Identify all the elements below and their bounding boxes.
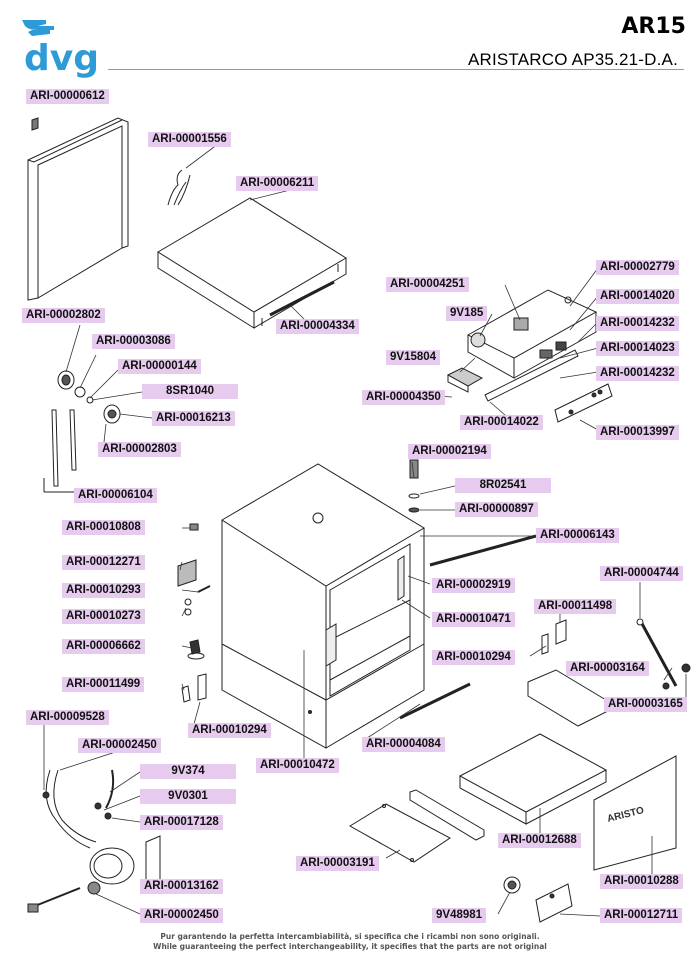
part-label: ARI-00003164: [566, 661, 649, 676]
part-label: ARI-00017128: [140, 815, 223, 830]
part-label: ARI-00016213: [152, 411, 235, 426]
part-label: ARI-00010471: [432, 612, 515, 627]
part-label: ARI-00012271: [62, 555, 145, 570]
part-label: ARI-00014023: [596, 341, 679, 356]
part-label: ARI-00010273: [62, 609, 145, 624]
part-label: ARI-00002450: [78, 738, 161, 753]
top-cover-part: [157, 197, 347, 329]
part-label: ARI-00010294: [432, 650, 515, 665]
page-title: AR15: [621, 14, 686, 39]
part-label: ARI-00002194: [408, 444, 491, 459]
part-label: ARI-00012688: [498, 833, 581, 848]
part-label: ARI-00010288: [600, 874, 683, 889]
footer-disclaimer-it: Pur garantendo la perfetta intercambiabi…: [160, 932, 540, 941]
part-label: ARI-00003191: [296, 856, 379, 871]
part-label: ARI-00002802: [22, 308, 105, 323]
part-label: 9V185: [446, 306, 488, 321]
part-label: ARI-00001556: [148, 132, 231, 147]
part-label: ARI-00010808: [62, 520, 145, 535]
part-label: ARI-00012711: [600, 908, 683, 923]
part-label: ARI-00003165: [604, 697, 687, 712]
part-label: ARI-00010294: [188, 723, 271, 738]
part-label: ARI-00006143: [536, 528, 619, 543]
cabinet-body-part: [221, 463, 425, 749]
part-label: ARI-00010472: [256, 758, 339, 773]
header-divider: [108, 69, 684, 70]
part-label: ARI-00013997: [596, 425, 679, 440]
inlet-fitting-part: [408, 459, 420, 513]
part-label: ARI-00003086: [92, 334, 175, 349]
page-subtitle: ARISTARCO AP35.21-D.A.: [467, 50, 678, 69]
part-label: ARI-00004744: [600, 566, 683, 581]
part-label: 9V15804: [386, 350, 441, 365]
part-label: ARI-00010293: [62, 583, 145, 598]
part-label: ARI-00014020: [596, 289, 679, 304]
wash-arm-support-part: [43, 370, 121, 493]
control-box-part: [466, 289, 598, 379]
part-label: ARI-00014232: [596, 316, 679, 331]
part-label: ARI-00000612: [26, 89, 109, 104]
svg-text:dvg: dvg: [24, 38, 99, 79]
part-label: ARI-00013162: [140, 879, 223, 894]
part-label: ARI-00011499: [62, 677, 145, 692]
part-label: ARI-00006662: [62, 639, 145, 654]
part-label: ARI-00006104: [74, 488, 157, 503]
part-label: ARI-00014232: [596, 366, 679, 381]
part-label: 9V0301: [140, 789, 236, 804]
dvg-logo: dvg: [10, 12, 105, 85]
part-label: 8R02541: [455, 478, 551, 493]
front-panel-part: ARISTO: [593, 755, 677, 871]
door-frame-part: [27, 117, 129, 301]
part-label: ARI-00009528: [26, 710, 109, 725]
part-label: ARI-00004084: [362, 737, 445, 752]
part-label: 9V374: [140, 764, 236, 779]
part-label: ARI-00000897: [455, 502, 538, 517]
part-label: ARI-00000144: [118, 359, 201, 374]
part-label: ARI-00004350: [362, 390, 445, 405]
part-label: 8SR1040: [142, 384, 238, 399]
part-label: ARI-00002803: [98, 442, 181, 457]
part-label: ARI-00006211: [236, 176, 319, 191]
electronic-board-part: [446, 367, 484, 393]
tray-part: [409, 733, 608, 841]
part-label: ARI-00004334: [276, 319, 359, 334]
part-label: ARI-00002450: [140, 908, 223, 923]
part-label: ARI-00002919: [432, 578, 515, 593]
part-label: ARI-00014022: [460, 415, 543, 430]
part-label: ARI-00011498: [534, 599, 617, 614]
part-label: 9V48981: [432, 908, 487, 923]
pump-assembly-part: [27, 769, 161, 913]
footer-disclaimer-en: While guaranteeing the perfect interchan…: [153, 942, 547, 951]
part-label: ARI-00004251: [386, 277, 469, 292]
part-label: ARI-00002779: [596, 260, 679, 275]
hinge-parts: [177, 523, 211, 703]
